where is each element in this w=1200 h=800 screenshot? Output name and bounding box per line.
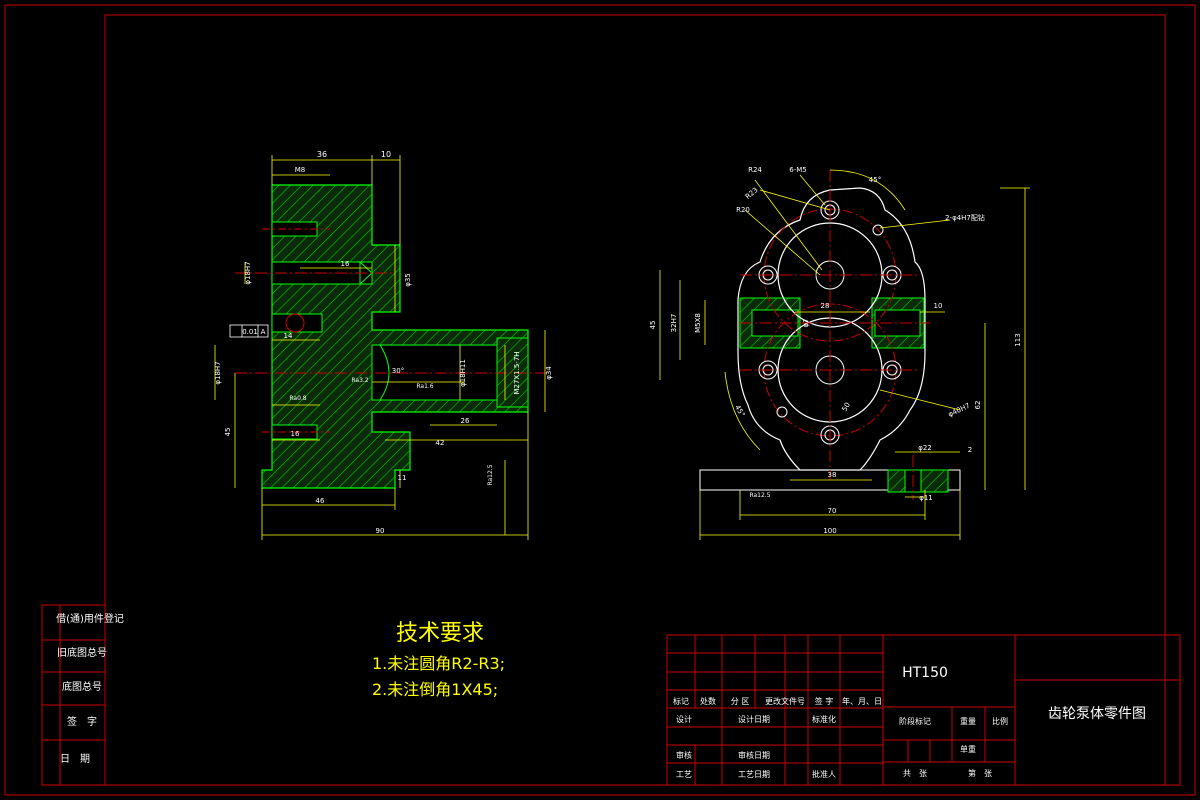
front-view (659, 169, 1030, 540)
title-block (666, 634, 1181, 786)
fv-dim-m5x8: M5X8 (694, 313, 702, 333)
fv-dim-38: 38 (828, 471, 837, 479)
side-row-4: 签 字 (67, 715, 97, 728)
tb-process-date: 工艺日期 (738, 770, 770, 779)
sv-dim-phi18h11: φ18H11 (459, 359, 467, 387)
fv-angle45: 45° (869, 176, 881, 184)
tb-zone: 分 区 (731, 697, 750, 706)
sv-dim-11: 11 (398, 474, 407, 482)
drawing-title: 齿轮泵体零件图 (1048, 706, 1146, 722)
fv-r20: R20 (736, 206, 750, 214)
sv-rough-125: Ra12.5 (487, 464, 494, 485)
sv-tol-value: 0.01 (242, 328, 258, 336)
sv-dim-phi35: φ35 (404, 273, 412, 287)
sv-tol-ref: A (261, 328, 266, 336)
sv-dim-36: 36 (317, 150, 327, 159)
tb-review: 审核 (676, 750, 692, 760)
sv-dim-30deg: 30° (392, 367, 404, 375)
sv-dim-m8: M8 (295, 166, 306, 174)
material: HT150 (902, 665, 948, 681)
fv-dim-28: 28 (821, 302, 830, 310)
sv-dim-14: 14 (284, 332, 293, 340)
tb-mark: 标记 (673, 696, 689, 706)
tech-heading: 技术要求 (396, 621, 484, 646)
sv-dim-45: 45 (224, 428, 232, 437)
sv-dim-m27: M27X1.5-7H (513, 351, 521, 394)
tb-design-date: 设计日期 (738, 714, 770, 724)
sv-dim-46: 46 (316, 497, 325, 505)
side-row-1: 借(通)用件登记 (56, 612, 124, 625)
fv-pin: 2-φ4H7配钻 (945, 213, 985, 222)
fv-dim-70: 70 (828, 507, 837, 515)
sv-dim-phi18h7-2: φ18H7 (214, 361, 222, 384)
tb-weight: 重量 (960, 716, 976, 726)
fv-dim-10: 10 (934, 302, 943, 310)
sv-dim-16: 16 (341, 260, 350, 268)
inner-frame (104, 14, 1166, 786)
sv-rough-32: Ra3.2 (351, 377, 368, 384)
fv-dim-phi40: φ40H7 (947, 402, 971, 419)
tb-review-date: 审核日期 (738, 750, 770, 760)
sv-dim-26: 26 (461, 417, 470, 425)
side-row-5: 日 期 (60, 753, 90, 765)
tb-total-sheets: 共 张 (903, 769, 927, 778)
tb-sheet-no: 第 张 (968, 768, 992, 778)
sv-dim-42: 42 (436, 439, 445, 447)
tb-design: 设计 (676, 714, 692, 724)
fv-dim-100: 100 (823, 527, 836, 535)
outer-frame (4, 4, 1196, 796)
side-row-2: 旧底图总号 (57, 646, 107, 659)
tb-approve: 批准人 (812, 769, 836, 779)
tb-count: 处数 (700, 696, 716, 706)
sv-dim-16b: 16 (291, 430, 300, 438)
sv-rough-8: Ra0.8 (289, 395, 306, 402)
tb-sign: 签 字 (815, 696, 834, 706)
fv-dim-113: 113 (1014, 333, 1022, 346)
fv-r23: R23 (744, 186, 760, 201)
fv-r24: R24 (748, 166, 762, 174)
sv-dim-phi34: φ34 (545, 366, 553, 380)
tb-standardize: 标准化 (812, 714, 836, 724)
tech-item-2: 2.未注倒角1X45; (372, 680, 498, 699)
sv-dim-90: 90 (376, 527, 385, 535)
fv-dim-2: 2 (968, 446, 972, 454)
fv-rough: Ra12.5 (749, 492, 770, 499)
tb-stage: 阶段标记 (899, 716, 931, 726)
tb-scale: 比例 (992, 716, 1008, 726)
fv-dim-32: 32H7 (670, 314, 678, 333)
fv-dim-50: 50 (841, 401, 852, 413)
fv-m5: 6-M5 (789, 166, 806, 174)
sv-rough-16: Ra1.6 (416, 383, 433, 390)
tb-change: 更改文件号 (765, 696, 805, 706)
fv-angle45b: 45° (733, 404, 746, 419)
fv-dim-11: φ11 (919, 494, 933, 502)
tb-process: 工艺 (676, 770, 692, 779)
fv-dim-62: 62 (974, 401, 982, 410)
side-table (41, 604, 106, 786)
fv-dim-phi7: φ7 (802, 318, 810, 327)
fv-dim-45: 45 (649, 321, 657, 330)
sv-dim-phi18h7: φ18H7 (244, 261, 252, 284)
tb-unit-weight: 单重 (960, 744, 976, 754)
fv-dim-22: φ22 (918, 444, 932, 452)
sv-dim-10: 10 (381, 150, 391, 159)
section-view (214, 155, 546, 540)
tech-item-1: 1.未注圆角R2-R3; (372, 654, 505, 673)
tb-date: 年、月、日 (842, 696, 882, 706)
side-row-3: 底图总号 (62, 680, 102, 693)
